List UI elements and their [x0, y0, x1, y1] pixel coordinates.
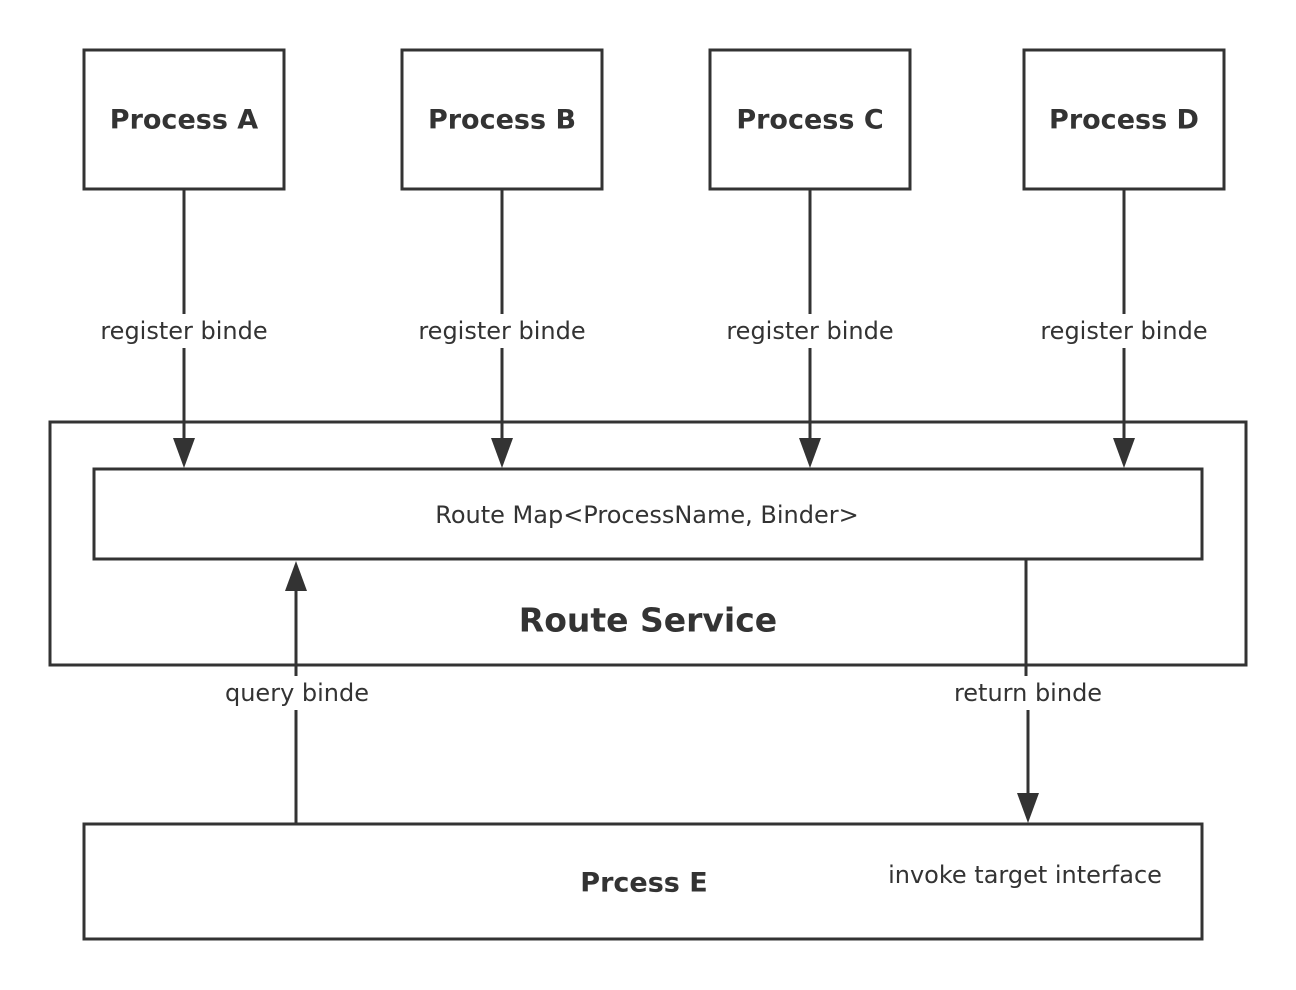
invoke-target-interface-label: invoke target interface	[888, 861, 1162, 889]
process-c-box	[708, 48, 912, 191]
register-edge-d-label-bg	[1034, 314, 1214, 348]
register-edge-d-label: register binde	[1040, 317, 1207, 345]
register-edge-a-label: register binde	[100, 317, 267, 345]
process-d-node: Process D	[1022, 48, 1226, 191]
register-edge-d-arrowhead	[1113, 438, 1135, 468]
return-edge: return binde	[943, 559, 1113, 823]
register-edge-b-label-bg	[412, 314, 592, 348]
register-edge-b-arrowhead	[491, 438, 513, 468]
process-a-box	[82, 48, 286, 191]
process-d-label: Process D	[1049, 105, 1199, 136]
route-map-label: Route Map<ProcessName, Binder>	[435, 501, 858, 529]
query-edge-label-bg	[216, 676, 376, 710]
process-a-label: Process A	[110, 105, 259, 136]
register-edge-c: register binde	[720, 189, 900, 468]
register-edge-c-arrowhead	[799, 438, 821, 468]
process-b-box	[400, 48, 604, 191]
process-b-node: Process B	[400, 48, 604, 191]
process-d-box	[1022, 48, 1226, 191]
query-edge-arrowhead	[285, 561, 307, 591]
register-edge-a-label-bg	[94, 314, 274, 348]
return-edge-arrowhead	[1017, 793, 1039, 823]
register-edge-b-label: register binde	[418, 317, 585, 345]
return-edge-label: return binde	[954, 679, 1102, 707]
process-a-node: Process A	[82, 48, 286, 191]
process-e-box	[82, 822, 1204, 941]
register-edge-c-label-bg	[720, 314, 900, 348]
register-edge-a: register binde	[94, 189, 274, 468]
route-service-title: Route Service	[519, 601, 777, 640]
process-c-node: Process C	[708, 48, 912, 191]
query-edge-label: query binde	[225, 679, 369, 707]
register-edge-a-arrowhead	[173, 438, 195, 468]
route-map-box	[92, 467, 1204, 561]
register-edge-c-label: register binde	[726, 317, 893, 345]
register-edge-d: register binde	[1034, 189, 1214, 468]
process-e-label: Prcess E	[580, 868, 707, 899]
register-edge-b: register binde	[412, 189, 592, 468]
process-c-label: Process C	[736, 105, 883, 136]
query-edge: query binde	[216, 561, 376, 824]
return-edge-label-bg	[943, 676, 1113, 710]
process-b-label: Process B	[428, 105, 576, 136]
